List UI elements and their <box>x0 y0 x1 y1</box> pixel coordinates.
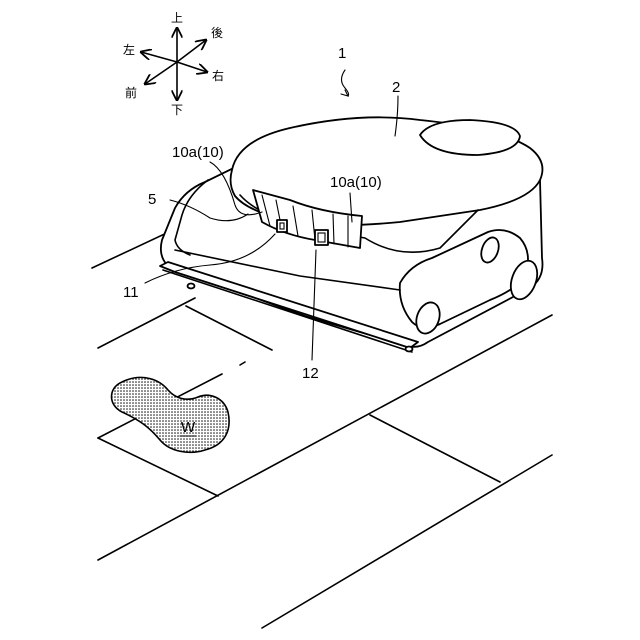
front-arrow <box>145 62 177 84</box>
dirt-stain: W <box>112 377 230 452</box>
label-housing: 2 <box>392 79 400 96</box>
dir-up: 上 <box>171 11 183 25</box>
left-arrow <box>141 52 177 62</box>
label-bumper: 11 <box>123 284 139 301</box>
sensor-right-box <box>315 230 328 245</box>
label-sensor-left: 10a(10) <box>172 144 224 161</box>
sensor-left-box <box>277 220 287 232</box>
right-arrow <box>177 62 207 72</box>
dirt-label: W <box>181 419 196 436</box>
label-window: 12 <box>302 365 319 382</box>
dir-down: 下 <box>171 103 183 117</box>
label-front-part: 5 <box>148 191 156 208</box>
dir-back: 後 <box>211 26 223 40</box>
label-sensor-right: 10a(10) <box>330 174 382 191</box>
dir-front: 前 <box>125 85 137 100</box>
back-arrow <box>177 40 206 62</box>
dir-left: 左 <box>123 42 135 57</box>
direction-compass: 上 下 左 右 前 後 <box>123 11 224 117</box>
dir-right: 右 <box>212 68 224 83</box>
label-robot: 1 <box>338 45 346 62</box>
